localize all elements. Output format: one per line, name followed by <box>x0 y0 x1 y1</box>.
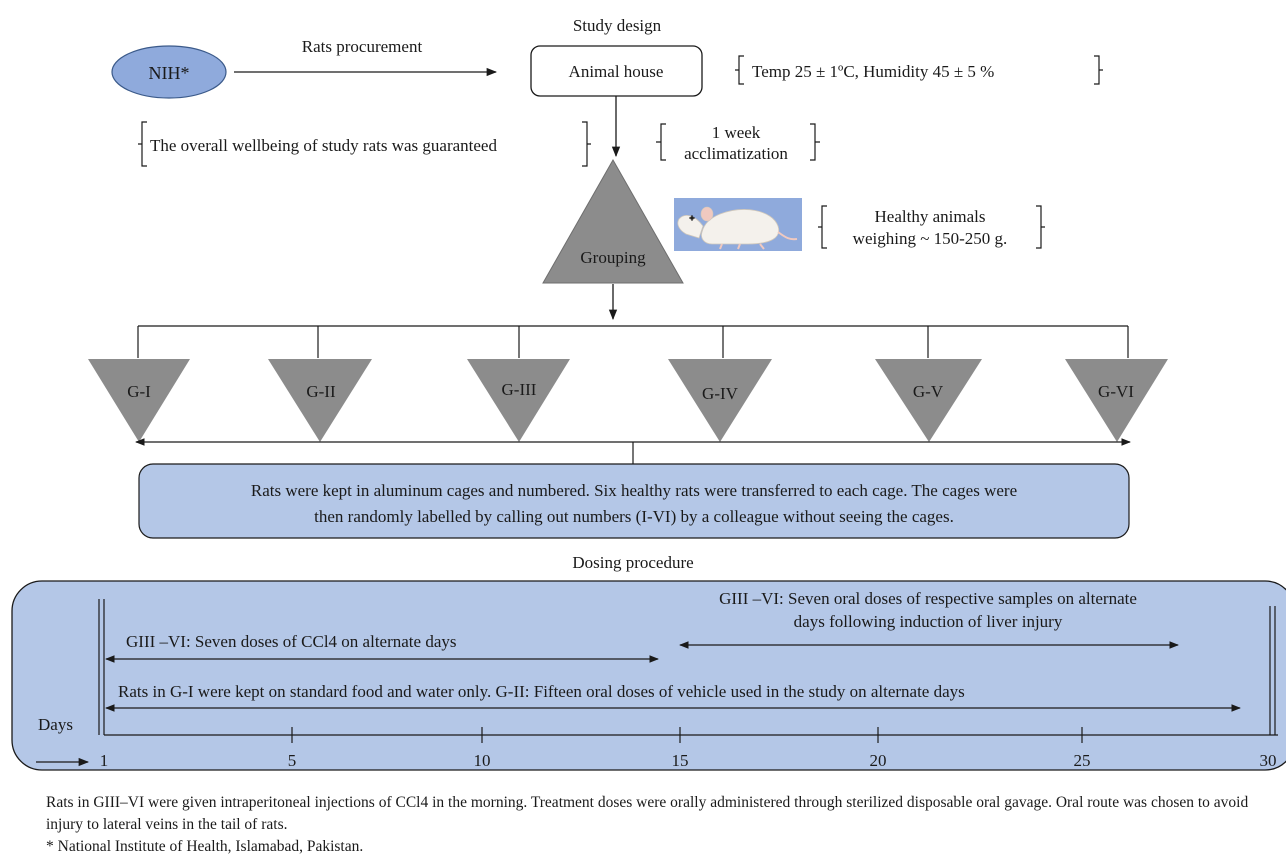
days-axis-label: Days <box>38 715 73 734</box>
day-tick-label-30: 30 <box>1260 751 1277 770</box>
rat-illustration <box>674 198 802 251</box>
animal-house-label: Animal house <box>569 62 664 81</box>
g6-triangle <box>1065 359 1168 442</box>
grouping-triangle <box>542 158 684 284</box>
conditions-text: Temp 25 ± 1ºC, Humidity 45 ± 5 % <box>752 62 994 81</box>
cage-note-line-2: then randomly labelled by calling out nu… <box>314 507 954 526</box>
g4-label: G-IV <box>702 384 739 403</box>
healthy-line-2: weighing ~ 150-250 g. <box>853 229 1008 248</box>
nih-oval <box>111 45 227 99</box>
day-tick-label-15: 15 <box>672 751 689 770</box>
g1-label: G-I <box>127 382 151 401</box>
day-tick-label-5: 5 <box>288 751 297 770</box>
g3-triangle <box>467 359 570 442</box>
healthy-line-1: Healthy animals <box>875 207 986 226</box>
study-design-diagram: Study design NIH* Rats procurement Anima… <box>11 16 1286 771</box>
day-tick-label-10: 10 <box>474 751 491 770</box>
acclimatization-bracket-right <box>810 123 820 161</box>
g5-label: G-V <box>913 382 944 401</box>
day-tick-label-25: 25 <box>1074 751 1091 770</box>
healthy-bracket-left <box>818 205 827 249</box>
g1-triangle <box>88 359 190 442</box>
wellbeing-text: The overall wellbeing of study rats was … <box>150 136 497 155</box>
footnote-nih: * National Institute of Health, Islamaba… <box>46 838 364 855</box>
g2-triangle <box>268 359 372 442</box>
healthy-bracket-right <box>1036 205 1045 249</box>
wellbeing-bracket-right <box>582 121 591 167</box>
dosing-title: Dosing procedure <box>572 553 693 572</box>
g5-triangle <box>875 359 982 442</box>
g4-triangle <box>668 359 772 442</box>
oral-doses-line-2: days following induction of liver injury <box>794 612 1063 631</box>
dosing-panel <box>11 580 1286 771</box>
acclimatization-line-1: 1 week <box>712 123 761 142</box>
conditions-bracket-left <box>735 55 744 85</box>
g6-label: G-VI <box>1098 382 1134 401</box>
oral-doses-line-1: GIII –VI: Seven oral doses of respective… <box>719 589 1137 608</box>
cage-note-box <box>138 463 1130 539</box>
ccl4-doses-text: GIII –VI: Seven doses of CCl4 on alterna… <box>126 632 456 651</box>
wellbeing-bracket-left <box>138 121 147 167</box>
day-tick-label-20: 20 <box>870 751 887 770</box>
conditions-bracket-right <box>1094 55 1103 85</box>
cage-note-line-1: Rats were kept in aluminum cages and num… <box>251 481 1017 500</box>
procurement-label: Rats procurement <box>302 37 423 56</box>
footnote-method: Rats in GIII–VI were given intraperitone… <box>46 794 1249 833</box>
g3-label: G-III <box>502 380 537 399</box>
acclimatization-bracket-left <box>656 123 666 161</box>
g2-label: G-II <box>306 382 336 401</box>
study-design-title: Study design <box>573 16 662 35</box>
day-tick-label-1: 1 <box>100 751 109 770</box>
acclimatization-line-2: acclimatization <box>684 144 788 163</box>
control-text: Rats in G-I were kept on standard food a… <box>118 682 965 701</box>
nih-label: NIH* <box>149 63 190 83</box>
grouping-label: Grouping <box>580 248 646 267</box>
footnotes: Rats in GIII–VI were given intraperitone… <box>46 792 1266 858</box>
